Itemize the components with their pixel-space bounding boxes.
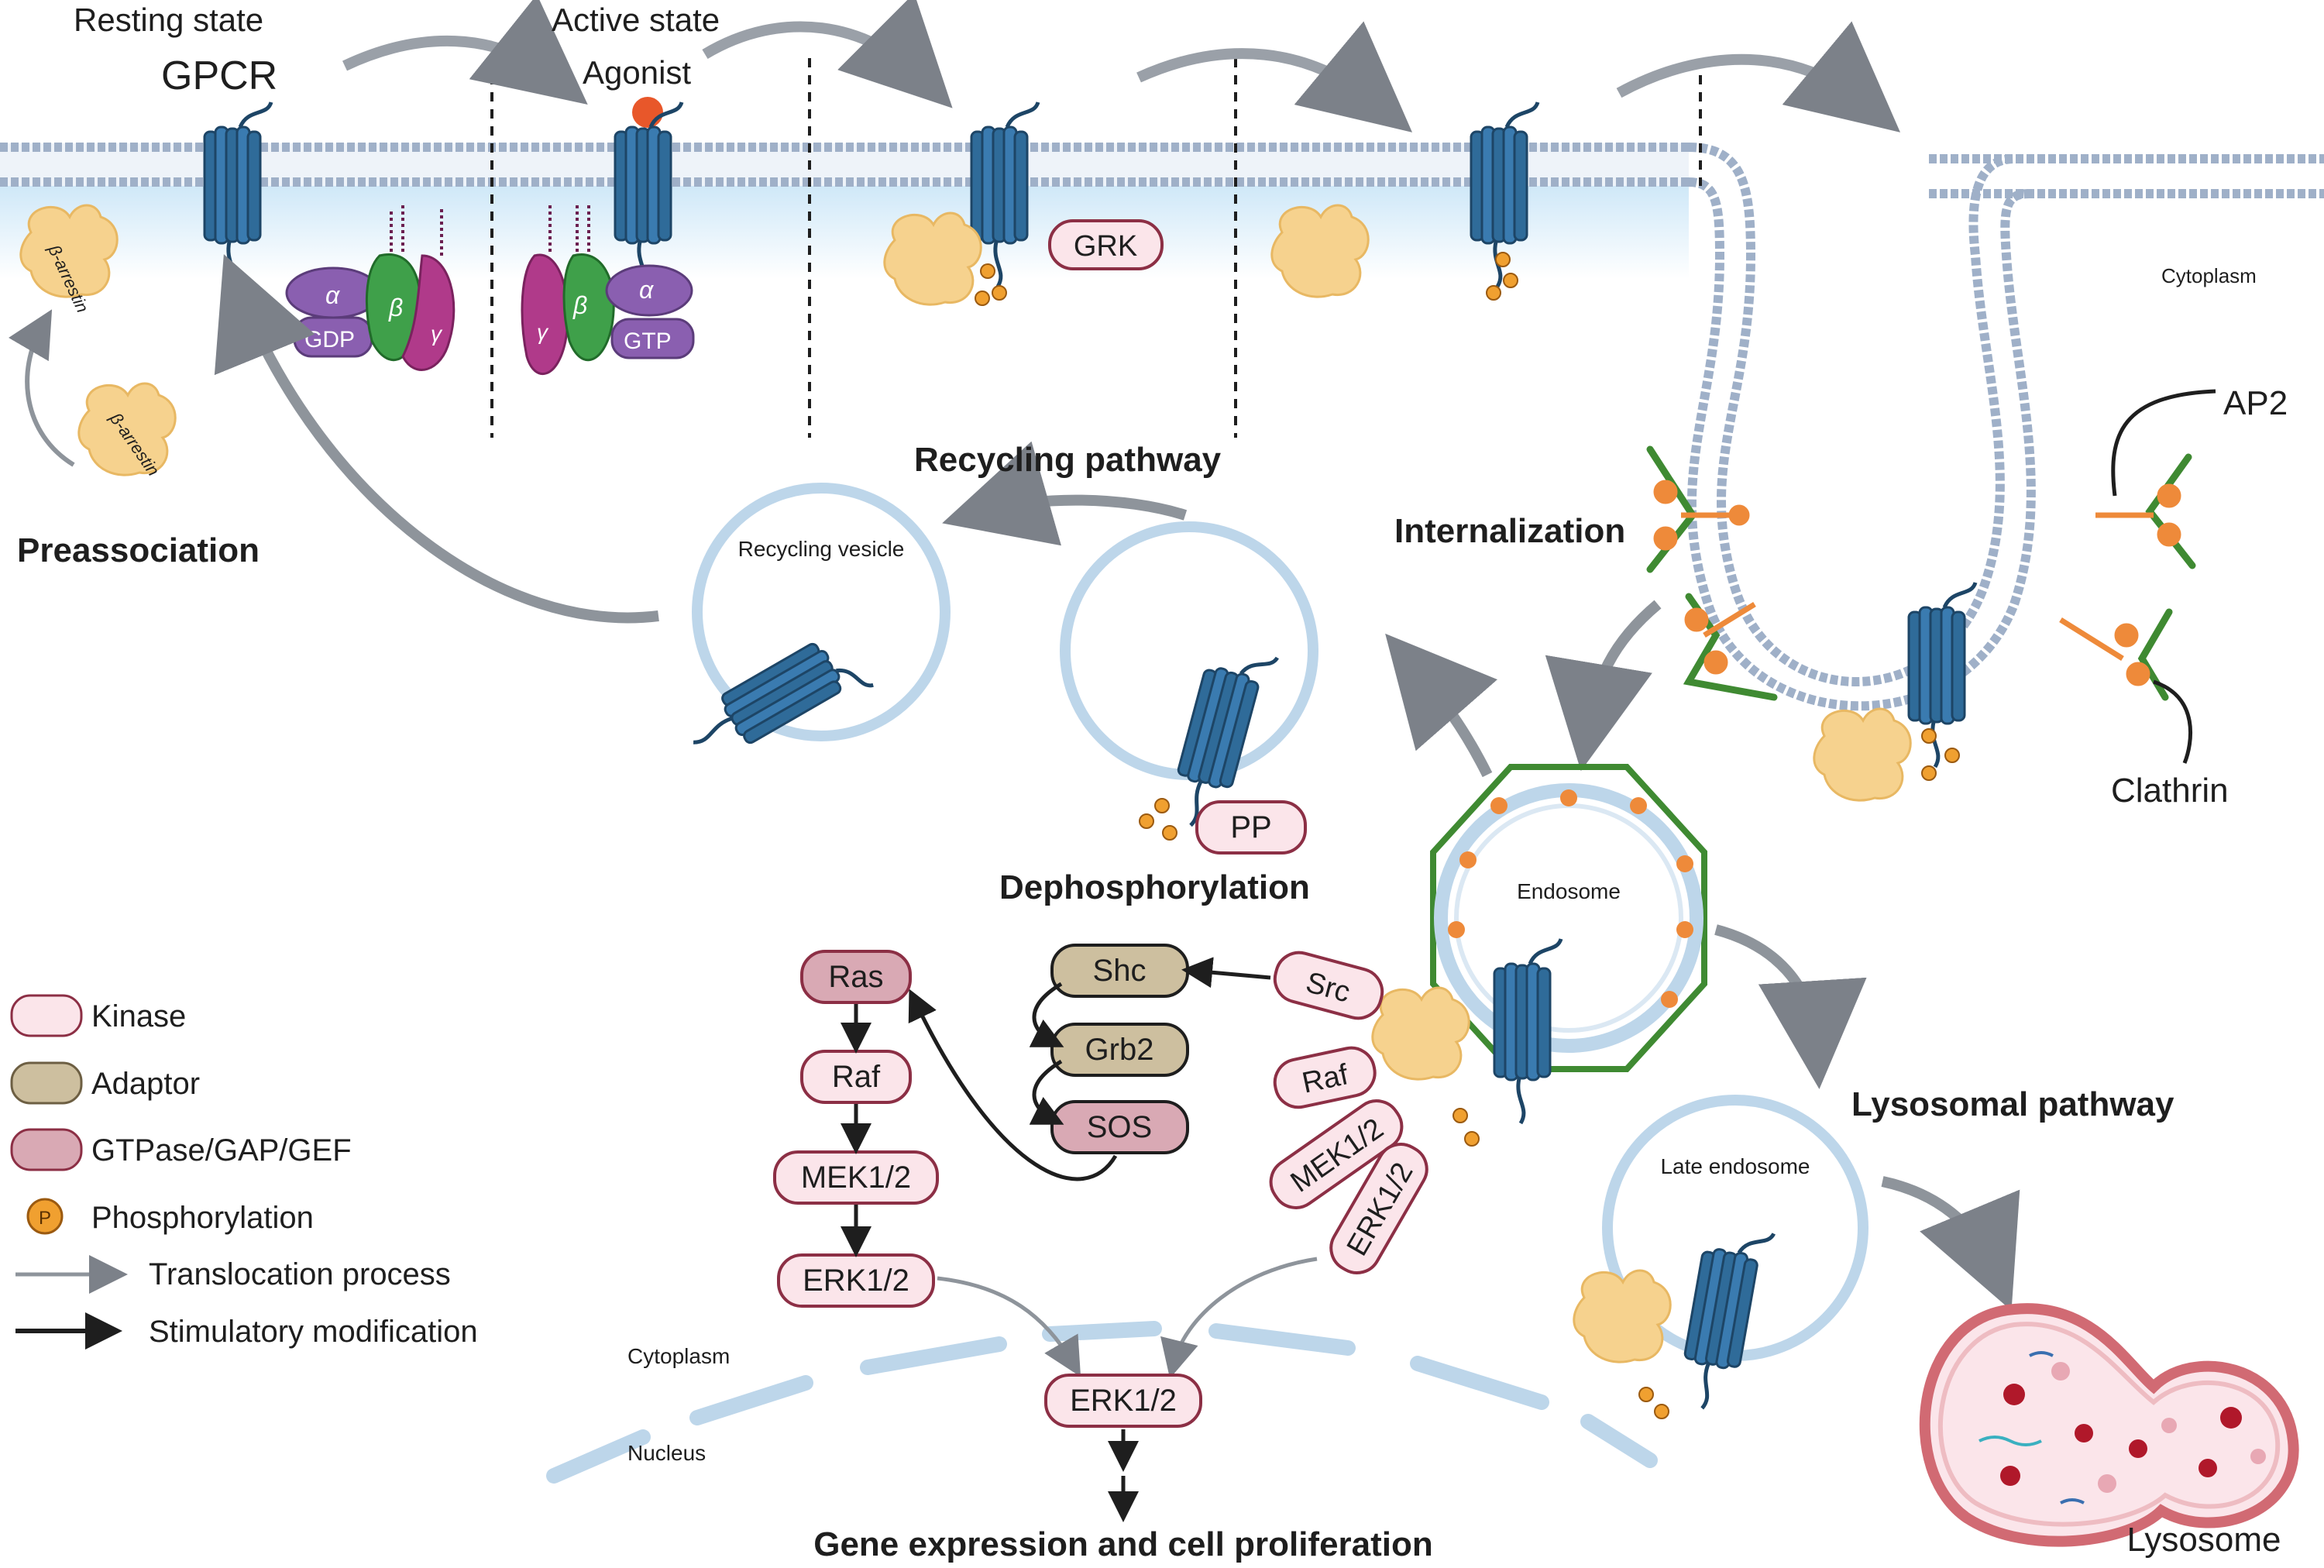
- alpha-label-resting: α: [325, 281, 340, 309]
- arrestin-grk-stage: [883, 211, 982, 306]
- return-to-membrane-arrow: [214, 254, 659, 624]
- invagination-pit: [1686, 143, 2036, 711]
- dephosphorylation-label: Dephosphorylation: [999, 868, 1310, 906]
- preassociation-label: Preassociation: [17, 531, 260, 569]
- src-kinase: Src: [1273, 951, 1384, 1020]
- legend-adaptor-swatch: [10, 1061, 83, 1105]
- legend-kinase-label: Kinase: [91, 999, 186, 1033]
- beta-label-active: β: [572, 291, 587, 319]
- legend-kinase-swatch: [10, 994, 83, 1037]
- legend-phosphorylation-icon: [26, 1198, 64, 1235]
- legend-adaptor-label: Adaptor: [91, 1067, 200, 1101]
- dephosphorylation-arrow: [1385, 633, 1497, 778]
- erk-translocation-arrow: [937, 1276, 1081, 1377]
- agonist-ligand: [632, 97, 663, 128]
- state-separators: [490, 58, 1702, 438]
- src-to-shc-arrow: [1181, 957, 1271, 989]
- legend-gtpase-swatch: [10, 1128, 83, 1171]
- beta-arrestin-cytosolic: β-arrestin: [77, 382, 177, 480]
- pp-phosphatase: [1195, 800, 1307, 854]
- gtp-label: GTP: [624, 328, 672, 354]
- sos-gef: [1050, 1100, 1189, 1154]
- ras-gtpase: [800, 950, 912, 1004]
- lysosome: [1919, 1303, 2299, 1547]
- erk-nuclear: [1044, 1374, 1202, 1428]
- gamma-label-resting: γ: [431, 322, 443, 346]
- shc-to-grb2-arrow: [1029, 982, 1064, 1047]
- arrestin-internalizing: [1813, 707, 1912, 802]
- erk-nuclear-label: ERK1/2: [1070, 1384, 1177, 1418]
- sos-to-ras-arrow: [908, 989, 1118, 1181]
- stage-arrows: [342, 0, 1901, 132]
- grb2-label: Grb2: [1085, 1033, 1154, 1067]
- cytoplasm-label-top: Cytoplasm: [2161, 264, 2257, 287]
- raf-label: Raf: [832, 1060, 881, 1094]
- raf-scaffold: Raf: [1273, 1046, 1377, 1109]
- alpha-label-active: α: [639, 276, 654, 304]
- plasma-membrane: [0, 143, 2324, 198]
- arrestin-recruited: [1270, 204, 1370, 298]
- gene-expression-label: Gene expression and cell proliferation: [813, 1525, 1433, 1563]
- cytoplasm-label: Cytoplasm: [627, 1344, 730, 1368]
- nucleus-label: Nucleus: [627, 1441, 706, 1465]
- mek-label: MEK1/2: [801, 1161, 911, 1195]
- grk-label: GRK: [1074, 230, 1137, 263]
- lysosome-label: Lysosome: [2127, 1521, 2281, 1559]
- beta-arrestin-membrane: β-arrestin: [19, 204, 119, 315]
- endosome-label: Endosome: [1517, 879, 1621, 903]
- preassociation-arrow: [8, 309, 75, 467]
- lysosomal-pathway-label: Lysosomal pathway: [1851, 1085, 2174, 1123]
- recycling-pathway-label: Recycling pathway: [914, 441, 1222, 479]
- recycling-arrow: [942, 441, 1188, 546]
- legend-translocation-label: Translocation process: [149, 1257, 451, 1291]
- active-state-label: Active state: [552, 2, 720, 38]
- legend-p-symbol: P: [39, 1208, 51, 1229]
- resting-state-label: Resting state: [74, 2, 263, 38]
- ras-label: Ras: [828, 960, 883, 994]
- clathrin-label: Clathrin: [2111, 772, 2229, 810]
- nuclear-envelope: [546, 1321, 1658, 1484]
- recycling-vesicle-label: Recycling vesicle: [738, 537, 905, 561]
- late-endosome-arrow: [1881, 1176, 2020, 1311]
- gpcr-internalizing: [1909, 583, 1975, 767]
- beta-label-resting: β: [388, 294, 403, 322]
- arrestin-endosomal: [1371, 986, 1470, 1081]
- internalization-arrow: [1545, 600, 1662, 772]
- grk-kinase: [1048, 219, 1164, 270]
- pp-label: PP: [1230, 810, 1271, 844]
- ap2-adaptors: [1653, 480, 2181, 686]
- lysosomal-arrow: [1714, 924, 1867, 1089]
- g-protein-active: γ β α GTP: [521, 205, 695, 375]
- gamma-label-active: γ: [537, 320, 549, 344]
- clathrin-leader: [2153, 679, 2193, 764]
- erk-scaffold-translocation-arrow: [1160, 1257, 1318, 1379]
- legend-phosphorylation-label: Phosphorylation: [91, 1201, 314, 1235]
- legend-stimulatory-label: Stimulatory modification: [149, 1315, 478, 1349]
- gdp-label: GDP: [304, 327, 355, 352]
- gpcr-label: GPCR: [161, 53, 277, 98]
- legend-gtpase-label: GTPase/GAP/GEF: [91, 1133, 352, 1167]
- ap2-label: AP2: [2223, 384, 2288, 422]
- internalization-label: Internalization: [1394, 512, 1625, 550]
- erk-label: ERK1/2: [803, 1264, 909, 1298]
- agonist-label: Agonist: [583, 54, 691, 91]
- arrestin-late-endosome: [1573, 1269, 1672, 1363]
- endosome: Endosome: [1430, 764, 1707, 1072]
- grb2-to-sos-arrow: [1029, 1059, 1064, 1125]
- shc-label: Shc: [1093, 954, 1147, 988]
- ap2-leader: [2111, 389, 2216, 497]
- late-endosome-label: Late endosome: [1660, 1154, 1810, 1178]
- legend: Kinase Adaptor GTPase/GAP/GEF P Phosphor…: [10, 994, 478, 1350]
- sos-label: SOS: [1087, 1110, 1152, 1144]
- grb2-adaptor: [1050, 1023, 1189, 1077]
